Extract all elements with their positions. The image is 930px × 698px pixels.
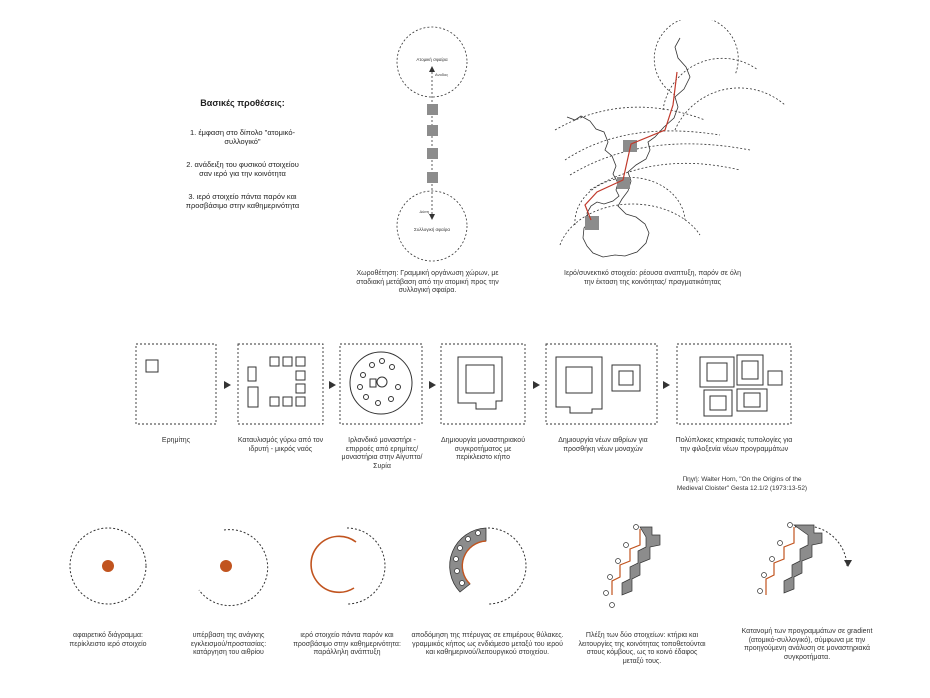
complex-block <box>699 356 735 388</box>
step-arrow <box>533 381 540 389</box>
concept-label-4: αποδόμηση της πτέρυγας σε επιμέρους θύλα… <box>411 632 564 656</box>
step-frame <box>135 343 217 425</box>
arrow-up <box>429 66 435 72</box>
space-block <box>427 172 438 183</box>
gradient-arrow <box>844 560 852 567</box>
evolution-source: Πηγή: Walter Horn, "On the Origins of th… <box>676 476 808 492</box>
evolution-row <box>135 343 792 425</box>
axis-caption: Χωροθέτηση: Γραμμική οργάνωση χώρων, με … <box>356 270 499 294</box>
individual-sphere <box>396 26 468 98</box>
step-arrow <box>663 381 670 389</box>
cloister-plan <box>457 356 503 410</box>
collective-sphere <box>396 190 468 262</box>
evolution-label-3: Ιρλανδικό μοναστήρι - επιρροές από ερημί… <box>341 437 423 470</box>
evolution-label-2: Καταυλισμός γύρω από τον ιδρυτή - μικρός… <box>237 437 324 453</box>
step-arrow <box>429 381 436 389</box>
principles-block: Βασικές προθέσεις: 1. έμφαση στο δίπολο … <box>150 98 335 210</box>
arrow-down <box>429 214 435 220</box>
gradient-fill <box>783 524 823 594</box>
sacred-core <box>102 560 114 572</box>
evolution-label-4: Δημιουργία μοναστηριακού συγκροτήματος μ… <box>440 437 526 461</box>
chapel <box>247 386 259 408</box>
concept-label-1: αφαιρετικό διάγραμμα: περίκλειστο ιερό σ… <box>69 632 147 648</box>
weave-fill <box>621 526 661 596</box>
concept-label-5: Πλέξη των δύο στοιχείων: κτήρια και λειτ… <box>578 632 706 665</box>
ascent-label: Ανοδος <box>435 72 448 77</box>
evolution-label-6: Πολύπλοκες κτηριακές τυπολογίες για την … <box>675 437 793 453</box>
sacred-core <box>220 560 232 572</box>
sacred-arc <box>310 535 357 594</box>
map-block <box>585 216 599 230</box>
cell <box>247 366 257 382</box>
map-diagram <box>554 20 785 258</box>
axis-diagram: Ατομική σφαίρα Ανοδος Δύση Συλλογική σφα… <box>396 26 468 262</box>
step-frame <box>339 343 423 425</box>
cell <box>295 383 306 394</box>
map-block <box>617 177 630 189</box>
principle-item: 2. ανάδειξη του φυσικού στοιχείου σαν ιε… <box>186 160 299 178</box>
space-block <box>427 125 438 136</box>
cell <box>295 370 306 381</box>
cell <box>269 356 280 367</box>
sacred-path <box>584 71 678 221</box>
step-arrow <box>329 381 336 389</box>
step-frame <box>440 343 526 425</box>
concept-label-2: υπέρβαση της ανάγκης εγκλεισμού/προστασί… <box>190 632 267 656</box>
irish-enclosure <box>349 351 413 415</box>
evolution-label-5: Δημιουργία νέων αιθρίων για προσθήκη νέω… <box>558 437 648 453</box>
cell <box>269 396 280 407</box>
space-block <box>427 148 438 159</box>
cell <box>282 356 293 367</box>
cell <box>295 396 306 407</box>
top-sphere-label: Ατομική σφαίρα <box>416 56 448 62</box>
descent-label: Δύση <box>419 209 429 214</box>
bottom-sphere-label: Συλλογική σφαίρα <box>414 226 450 232</box>
concept-row <box>69 522 852 608</box>
principle-item: 1. έμφαση στο δίπολο "ατομικό-συλλογικό" <box>190 128 295 146</box>
cell <box>282 396 293 407</box>
map-caption: Ιερό/συνεκτικό στοιχείο: ρέουσα αναπτυξη… <box>564 270 741 286</box>
space-block <box>427 104 438 115</box>
concept-label-6: Κατανομή των προγραμμάτων σε gradient (α… <box>741 628 873 661</box>
step-frame <box>676 343 792 425</box>
concept-label-3: ιερό στοιχείο πάντα παρόν και προσβάσιμο… <box>293 632 401 656</box>
concept-circle <box>69 527 147 605</box>
step-frame <box>237 343 324 425</box>
principles-title: Βασικές προθέσεις: <box>200 98 285 108</box>
hermit-cell <box>145 359 159 373</box>
principle-item: 3. ιερό στοιχείο πάντα παρόν και προσβάσ… <box>185 192 300 210</box>
step-arrow <box>224 381 231 389</box>
step-frame <box>545 343 658 425</box>
expanded-cloister <box>555 356 603 414</box>
evolution-label-1: Ερημίτης <box>161 437 191 444</box>
cell <box>295 356 306 367</box>
